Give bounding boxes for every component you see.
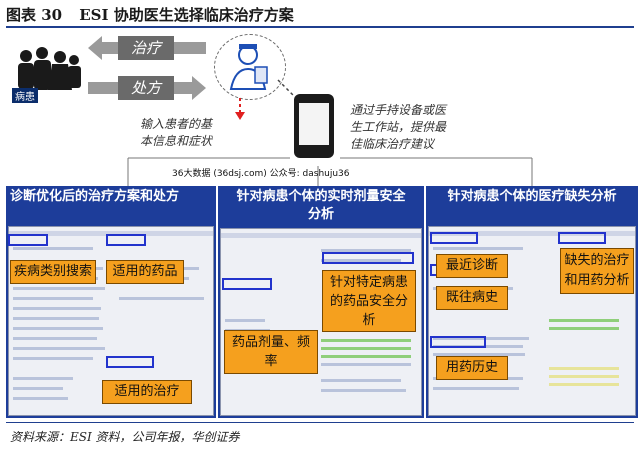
panel-treatment-plan: 诊断优化后的治疗方案和处方 疾病类别搜索 适用的药品 适用的治疗: [6, 186, 216, 418]
device-note-line: 佳临床治疗建议: [350, 137, 435, 151]
phone-icon: [294, 94, 334, 158]
highlight-box: [322, 252, 414, 264]
input-note-line: 本信息和症状: [140, 134, 213, 148]
panel-title: 针对病患个体的医疗缺失分析: [447, 189, 617, 204]
panel-title: 针对病患个体的实时剂量安全 分析: [218, 188, 424, 224]
device-note-line: 生工作站，提供最: [350, 120, 447, 134]
treatment-label: 治疗: [130, 39, 161, 57]
callout-applicable-treatment: 适用的治疗: [102, 380, 192, 404]
header-rule: [6, 26, 634, 28]
panel-title: 诊断优化后的治疗方案和处方: [10, 189, 180, 204]
callout-dosage-frequency: 药品剂量、频率: [224, 330, 318, 374]
highlight-box: [8, 234, 48, 246]
highlight-box: [430, 336, 486, 348]
figure-header: 图表 30 ESI 协助医生选择临床治疗方案: [6, 2, 634, 28]
callout-recent-diagnosis: 最近诊断: [436, 254, 508, 278]
callout-medication-history: 用药历史: [436, 356, 508, 380]
highlight-box: [106, 234, 146, 246]
patients-label: 病患: [12, 88, 38, 103]
panel-title-line: 分析: [307, 207, 334, 222]
highlight-box: [558, 232, 606, 244]
callout-missing-treatment: 缺失的治疗和用药分析: [560, 248, 634, 294]
device-note: 通过手持设备或医 生工作站，提供最 佳临床治疗建议: [350, 102, 480, 153]
source-note: 资料来源：ESI 资料，公司年报，华创证券: [10, 430, 240, 444]
figure-label: 图表 30: [6, 6, 63, 24]
panel-dose-safety: 针对病患个体的实时剂量安全 分析 针对特定病患的药品安全分析 药品剂量、频率: [218, 186, 424, 418]
doctor-icon: [214, 34, 286, 100]
watermark-text: 36大数据 (36dsj.com) 公众号: dashuju36: [172, 169, 350, 179]
highlight-box: [222, 278, 272, 290]
callout-medical-history: 既往病史: [436, 286, 508, 310]
callout-drug-safety: 针对特定病患的药品安全分析: [322, 270, 416, 332]
figure-title: ESI 协助医生选择临床治疗方案: [79, 6, 294, 24]
callout-disease-search: 疾病类别搜索: [10, 260, 96, 284]
panel-care-gaps: 针对病患个体的医疗缺失分析 最近诊断 缺失的治疗和用药分析 既往病史 用药历史: [426, 186, 638, 418]
treatment-arrow: [88, 36, 206, 60]
callout-applicable-drugs: 适用的药品: [106, 260, 184, 284]
prescription-arrow: [88, 76, 206, 100]
highlight-box: [106, 356, 154, 368]
people-icon: [18, 47, 81, 90]
panel-title-line: 针对病患个体的实时剂量安全: [236, 189, 406, 204]
input-note-line: 输入患者的基: [140, 117, 213, 131]
footer-rule: [6, 422, 634, 423]
highlight-box: [430, 232, 478, 244]
prescription-label: 处方: [130, 79, 161, 97]
input-note: 输入患者的基 本信息和症状: [140, 116, 250, 150]
device-note-line: 通过手持设备或医: [350, 103, 447, 117]
